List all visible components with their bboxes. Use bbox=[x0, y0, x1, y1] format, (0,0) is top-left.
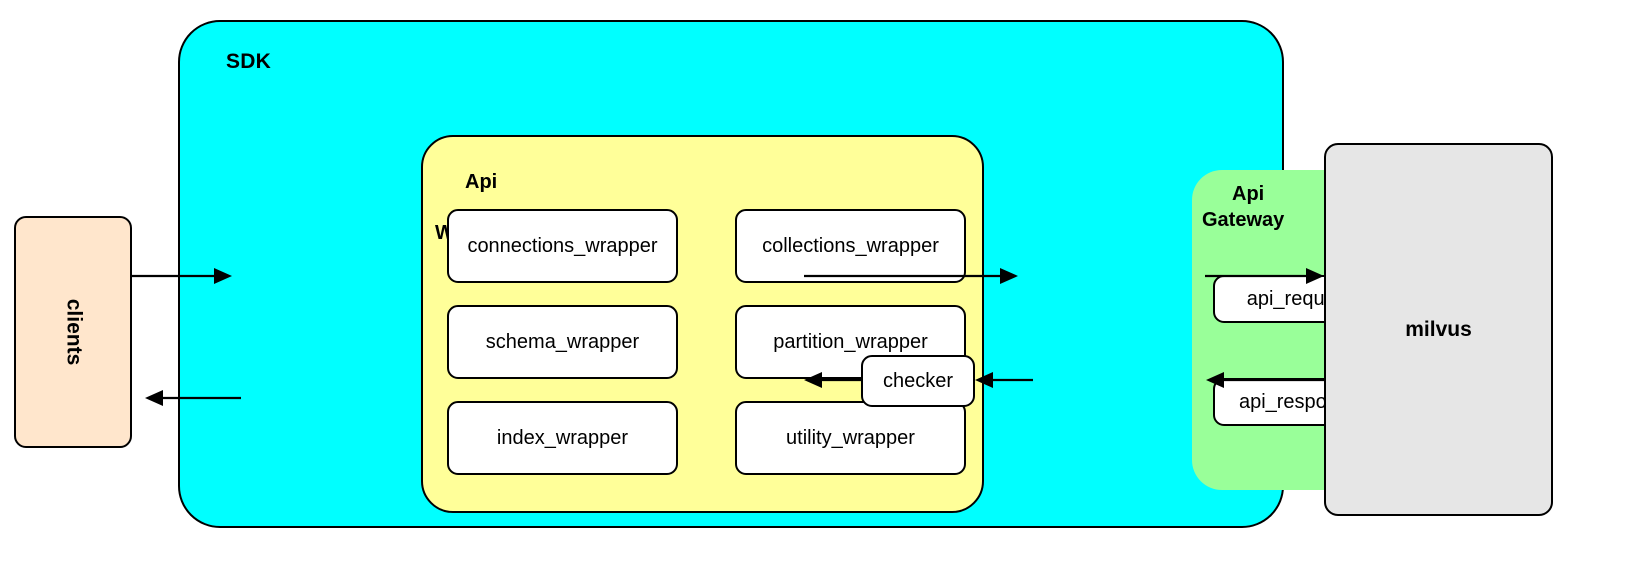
api-wrapper-label-line1: Api bbox=[465, 170, 498, 193]
wrapper-cell-connections[interactable]: connections_wrapper bbox=[447, 209, 678, 283]
api-wrapper-container[interactable]: Api Wrapper connections_wrapper collecti… bbox=[421, 135, 984, 513]
api-gateway-label-line1: Api bbox=[1232, 183, 1265, 205]
clients-node[interactable]: clients bbox=[14, 216, 132, 448]
wrapper-cell-label: index_wrapper bbox=[496, 426, 629, 449]
milvus-label: milvus bbox=[1405, 317, 1472, 341]
wrapper-cell-label: connections_wrapper bbox=[467, 234, 658, 257]
sdk-label: SDK bbox=[226, 50, 271, 73]
wrapper-cell-label: utility_wrapper bbox=[786, 426, 915, 449]
milvus-node[interactable]: milvus bbox=[1324, 143, 1553, 516]
api-gateway-label-line2: Gateway bbox=[1202, 208, 1285, 231]
wrapper-cell-schema[interactable]: schema_wrapper bbox=[447, 305, 678, 379]
sdk-container[interactable]: SDK Api Wrapper connections_wrapper coll… bbox=[178, 20, 1418, 528]
wrapper-cell-collections[interactable]: collections_wrapper bbox=[735, 209, 966, 283]
wrapper-cell-index[interactable]: index_wrapper bbox=[447, 401, 678, 475]
checker-node[interactable]: checker bbox=[861, 355, 975, 407]
checker-label: checker bbox=[882, 369, 954, 392]
wrapper-cell-label: collections_wrapper bbox=[762, 234, 939, 257]
wrapper-cell-utility[interactable]: utility_wrapper bbox=[735, 401, 966, 475]
api-gateway-label: Api Gateway bbox=[1202, 182, 1284, 233]
clients-label: clients bbox=[62, 298, 85, 366]
wrapper-cell-label: schema_wrapper bbox=[485, 330, 640, 353]
wrapper-cell-label: partition_wrapper bbox=[773, 330, 928, 353]
